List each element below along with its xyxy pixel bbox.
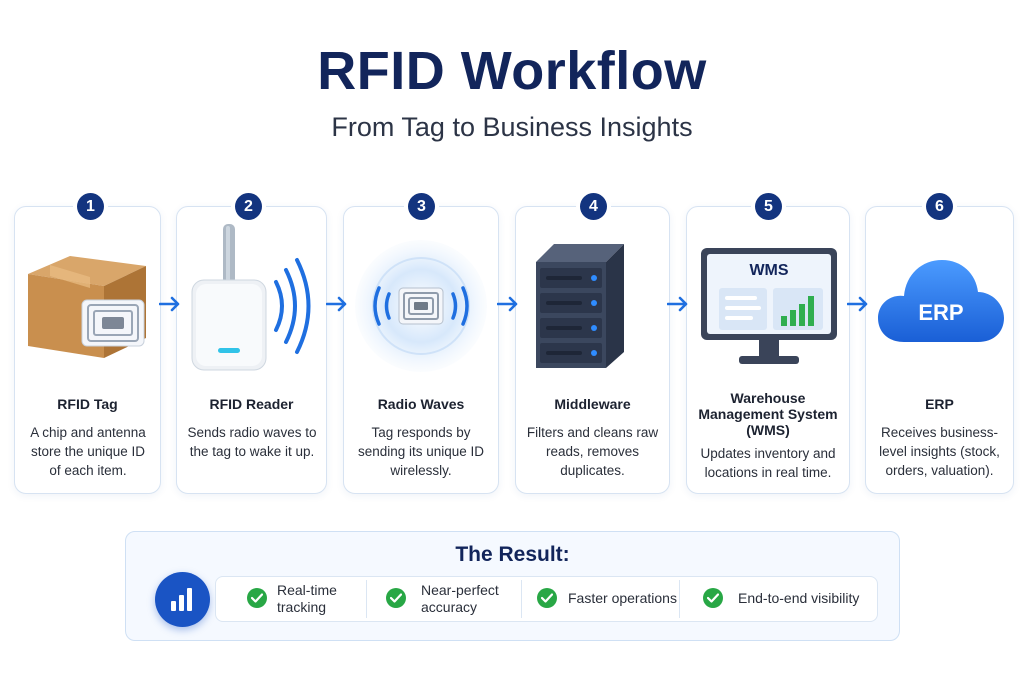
check-circle-icon: [386, 588, 406, 608]
arrow-right-icon: [497, 296, 518, 312]
step-title-4: Middleware: [554, 396, 631, 412]
step-number-badge-3: 3: [408, 193, 435, 220]
step-desc-6: Receives business-level insights (stock,…: [879, 425, 1000, 478]
step-desc-5: Updates inventory and locations in real …: [700, 446, 836, 480]
step-desc-1: A chip and antenna store the unique ID o…: [30, 425, 146, 478]
check-circle-icon: [247, 588, 267, 608]
rfid-reader-icon: [191, 224, 311, 371]
step-desc-3: Tag responds by sending its unique ID wi…: [357, 425, 485, 478]
step-number-badge-6: 6: [926, 193, 953, 220]
step-title-1: RFID Tag: [57, 396, 118, 412]
result-item-1: Real-time tracking: [277, 582, 337, 615]
radio-waves-icon: [355, 240, 487, 372]
cloud-icon: [878, 260, 1004, 342]
arrow-right-icon: [159, 296, 180, 312]
result-item-2: Near-perfect accuracy: [421, 582, 499, 615]
arrow-right-icon: [847, 296, 868, 312]
step-title-6: ERP: [925, 396, 954, 412]
monitor-icon: [701, 248, 837, 364]
arrow-right-icon: [667, 296, 688, 312]
server-icon: [536, 244, 624, 368]
bar-chart-icon: [155, 572, 210, 627]
result-divider: [679, 580, 680, 618]
step-number-badge-5: 5: [755, 193, 782, 220]
step-title-2: RFID Reader: [209, 396, 294, 412]
step-title-5: Warehouse Management System (WMS): [698, 390, 838, 438]
step-title-3: Radio Waves: [377, 396, 465, 412]
monitor-screen-label: WMS: [749, 262, 789, 279]
page-title: RFID Workflow: [317, 41, 707, 101]
step-desc-4: Filters and cleans raw reads, removes du…: [526, 425, 659, 478]
step-number-badge-1: 1: [77, 193, 104, 220]
arrow-right-icon: [326, 296, 347, 312]
step-number-badge-2: 2: [235, 193, 262, 220]
package-with-tag-icon: [28, 256, 146, 358]
result-item-3: Faster operations: [568, 590, 677, 606]
step-desc-2: Sends radio waves to the tag to wake it …: [187, 425, 317, 459]
cloud-label: ERP: [918, 300, 964, 325]
result-item-4: End-to-end visibility: [738, 590, 860, 606]
step-card-6: [865, 206, 1014, 494]
result-divider: [521, 580, 522, 618]
check-circle-icon: [537, 588, 557, 608]
page-subtitle: From Tag to Business Insights: [331, 112, 693, 142]
check-circle-icon: [703, 588, 723, 608]
step-number-badge-4: 4: [580, 193, 607, 220]
result-title: The Result:: [455, 543, 570, 566]
result-divider: [366, 580, 367, 618]
